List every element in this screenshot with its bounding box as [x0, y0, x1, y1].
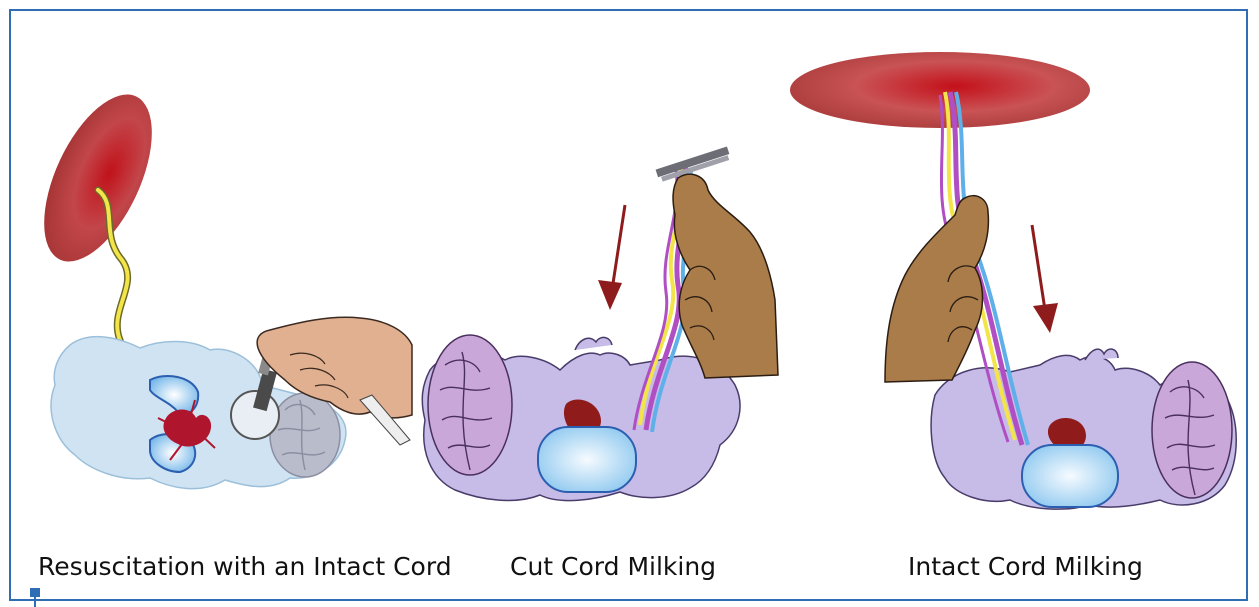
- lungs-icon: [1022, 445, 1118, 507]
- panel-intact-cord-resuscitation: [22, 79, 412, 489]
- brain-icon: [428, 335, 512, 475]
- arrow-icon: [1032, 225, 1058, 333]
- caption-cut-cord-milking: Cut Cord Milking: [510, 552, 716, 581]
- panel-cut-cord-milking: [422, 146, 778, 500]
- caption-intact-cord-milking: Intact Cord Milking: [908, 552, 1143, 581]
- caption-resuscitation-intact-cord: Resuscitation with an Intact Cord: [38, 552, 452, 581]
- brain-icon: [1152, 362, 1232, 498]
- panel-intact-cord-milking: [790, 52, 1236, 509]
- hand-icon: [885, 196, 988, 382]
- corner-marker-icon: [30, 588, 40, 607]
- lungs-icon: [538, 427, 636, 492]
- hand-icon: [673, 174, 778, 378]
- arrow-icon: [598, 205, 625, 310]
- placenta-icon: [22, 79, 174, 278]
- placenta-icon: [790, 52, 1090, 128]
